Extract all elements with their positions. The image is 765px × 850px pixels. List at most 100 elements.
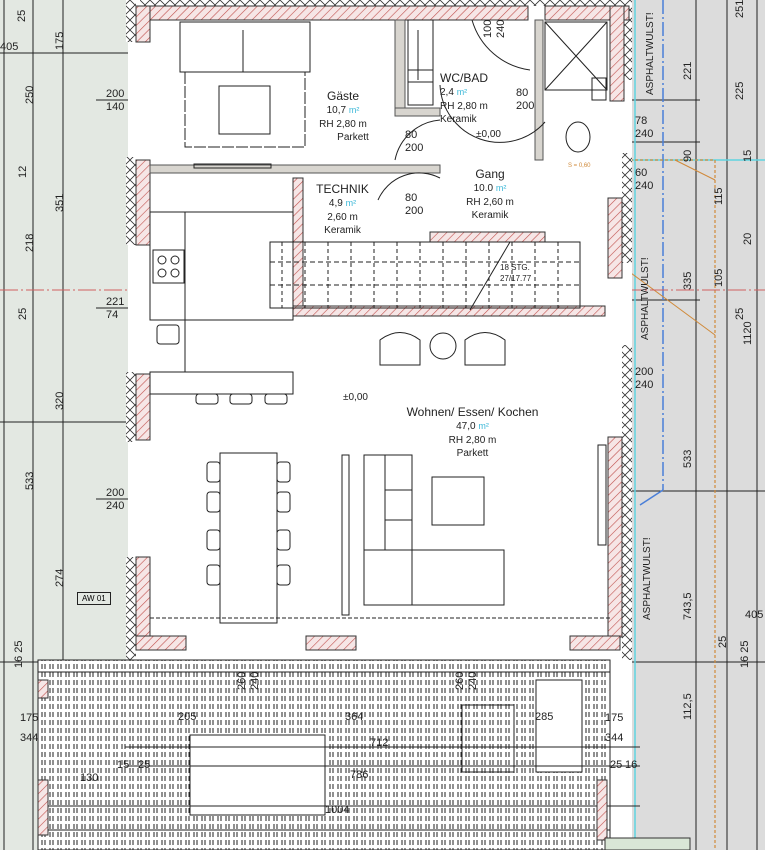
- room-area: 10.0: [473, 183, 494, 195]
- dimension-label: 200: [635, 366, 654, 378]
- dimension-label: 105: [713, 268, 725, 287]
- room-name: Wohnen/ Essen/ Kochen: [406, 405, 539, 419]
- dimension-label: 25: [16, 9, 28, 22]
- dimension-label: 90: [682, 149, 694, 162]
- dimension-label: 218: [24, 233, 36, 252]
- dimension-label: 16 25: [739, 640, 751, 668]
- dimension-label: 344: [605, 732, 624, 744]
- dimension-label: 240: [495, 19, 507, 38]
- dimension-label: 25: [734, 307, 746, 320]
- dimension-label: 405: [0, 41, 19, 53]
- dimension-label: 320: [54, 391, 66, 410]
- dimension-label: 80: [405, 192, 418, 204]
- dimension-label: 200: [106, 487, 125, 499]
- terrace-furniture: [37, 659, 640, 850]
- dimension-label: 80: [405, 129, 418, 141]
- room-height: RH 2,80 m: [440, 100, 488, 112]
- room-gang: Gang 10.0 m² RH 2,60 m Keramik: [445, 166, 535, 223]
- dimension-label: 251: [734, 0, 746, 18]
- room-area: 2,4: [440, 87, 454, 99]
- dimension-label: 175: [54, 31, 66, 50]
- room-wc-bad: WC/BAD 2,4 m² RH 2,80 m Keramik: [440, 70, 510, 127]
- dimension-label: 74: [106, 309, 119, 321]
- dimension-label: 80: [516, 87, 529, 99]
- shower: [544, 21, 608, 91]
- dimension-label: 200: [106, 88, 125, 100]
- room-floor: Keramik: [440, 114, 477, 126]
- sill-note: S = 0,60: [568, 163, 591, 169]
- dimension-label: 100: [482, 19, 494, 38]
- dimension-label: 1004: [325, 804, 350, 816]
- room-area-unit: m²: [495, 183, 507, 194]
- furniture: [149, 19, 610, 624]
- dimension-label: 115: [713, 187, 725, 205]
- dimension-label: 405: [745, 609, 764, 621]
- dimension-label: 240: [106, 500, 125, 512]
- toilet: [565, 121, 591, 153]
- room-height: RH 2,60 m: [466, 196, 514, 208]
- dimension-label: 12: [17, 165, 29, 178]
- dimension-label: 25: [610, 759, 623, 771]
- room-name: Gang: [475, 167, 505, 181]
- dimension-label: 786: [350, 769, 369, 781]
- dimension-label: 260: [236, 671, 248, 690]
- right-dimension-lines: [632, 0, 765, 850]
- dimension-label: 240: [467, 671, 479, 690]
- dimension-label: 16: [625, 759, 638, 771]
- dimension-label: 712: [370, 737, 389, 749]
- insulation: [126, 0, 632, 660]
- door-swing: [377, 172, 441, 201]
- dimension-label: 200: [405, 205, 424, 217]
- dimension-label: 200: [516, 100, 535, 112]
- dimension-label: 221: [106, 296, 125, 308]
- left-dimension-lines: [0, 0, 128, 850]
- dimension-label: 260: [454, 671, 466, 690]
- room-name: TECHNIK: [316, 182, 369, 196]
- dimension-label: 240: [635, 180, 654, 192]
- dimension-label: 250: [24, 85, 36, 104]
- room-area-unit: m²: [456, 87, 468, 98]
- staircase: [269, 241, 581, 311]
- dimension-label: 16 25: [13, 640, 25, 668]
- room-area: 4,9: [328, 198, 343, 210]
- room-height: RH 2,80 m: [448, 434, 497, 446]
- dimension-label: 221: [682, 61, 694, 80]
- cooktop: [152, 249, 185, 284]
- room-area-unit: m²: [478, 421, 489, 432]
- dimension-label: 175: [20, 712, 39, 724]
- dimension-label: 285: [535, 711, 554, 723]
- partition-walls: [149, 19, 544, 174]
- dimension-label: 175: [605, 712, 624, 724]
- bearing-walls: [135, 5, 630, 651]
- dimension-label: 60: [635, 167, 648, 179]
- dimension-label: 25: [717, 635, 729, 648]
- dimension-label: 240: [249, 671, 261, 690]
- dimension-label: 225: [734, 81, 746, 100]
- dimension-label: 240: [635, 128, 654, 140]
- dimension-label: 78: [635, 115, 648, 127]
- dimension-label: 533: [24, 471, 36, 490]
- room-technik: TECHNIK 4,9 m² 2,60 m Keramik: [305, 181, 380, 238]
- dimension-label: 25: [17, 307, 29, 320]
- dimension-label: 533: [682, 449, 694, 468]
- room-area-unit: m²: [345, 198, 357, 209]
- room-area-unit: m²: [348, 105, 360, 116]
- dimension-label: 140: [106, 101, 125, 113]
- room-wohnen: Wohnen/ Essen/ Kochen 47,0 m² RH 2,80 m …: [385, 404, 560, 461]
- dimension-label: 240: [635, 379, 654, 391]
- dimension-label: 344: [20, 732, 39, 744]
- room-height: RH 2,80 m: [319, 118, 367, 130]
- dimension-label: 130: [80, 772, 99, 784]
- room-area: 10,7: [326, 105, 347, 117]
- room-floor: Parkett: [337, 132, 369, 144]
- asphalt-label: ASPHALTWULST!: [642, 537, 653, 620]
- wall-tag: AW 01: [77, 592, 111, 605]
- room-name: Gäste: [326, 89, 359, 103]
- dimension-label: 15: [742, 149, 754, 162]
- dimension-label: 364: [345, 711, 364, 723]
- room-floor: Parkett: [456, 448, 489, 460]
- level-mark: ±0,00: [476, 129, 501, 140]
- asphalt-label: ASPHALTWULST!: [640, 257, 651, 340]
- room-gaeste: Gäste 10,7 m² RH 2,80 m Parkett: [300, 88, 386, 145]
